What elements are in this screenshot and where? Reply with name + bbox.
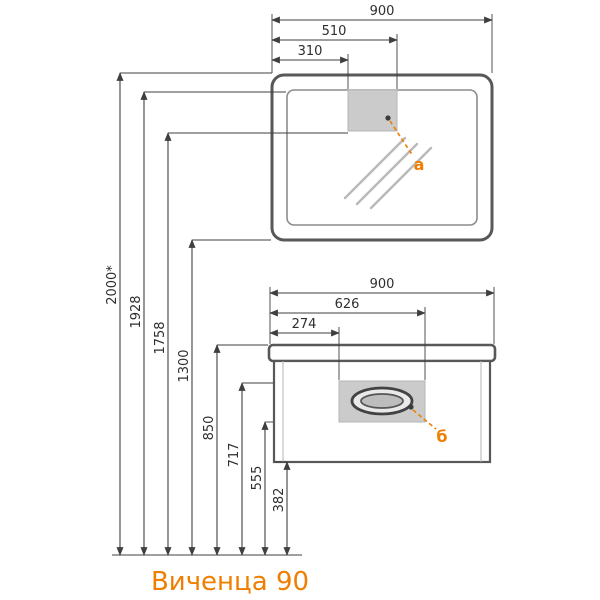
height-dimensions: 2000* 1928 1758 1300 850 717 555 382 [105, 72, 348, 556]
dim-label-light-left: 310 [298, 44, 323, 59]
cabinet-countertop [267, 343, 497, 363]
dim-label-insert-left: 274 [292, 317, 317, 332]
mirror-front-view [270, 73, 494, 242]
mirror-light-panel [347, 89, 398, 132]
handle-recess-inner [360, 393, 404, 409]
product-title: Виченца 90 [151, 567, 309, 597]
dim-label-h2000: 2000* [105, 265, 120, 305]
dim-label-mirror-width: 900 [370, 4, 395, 19]
dim-label-h717: 717 [227, 443, 242, 468]
dim-label-h850: 850 [202, 416, 217, 441]
dim-label-h1928: 1928 [129, 295, 144, 328]
dim-label-insert-right: 626 [335, 297, 360, 312]
dim-label-h1300: 1300 [177, 349, 192, 382]
dim-label-light-right: 510 [322, 24, 347, 39]
callout-basin: б [408, 404, 448, 446]
dim-label-h382: 382 [272, 488, 287, 513]
callout-leader-line [412, 409, 437, 430]
dim-label-h1758: 1758 [153, 321, 168, 354]
callout-label-b: б [436, 427, 447, 446]
cabinet-dimensions: 900 626 274 [269, 277, 495, 380]
mirror-shine-lines [343, 136, 433, 210]
callout-dot [408, 404, 414, 410]
callout-label-a: а [414, 155, 425, 174]
mirror-dimensions: 900 510 310 [271, 4, 493, 89]
dim-label-h555: 555 [250, 466, 265, 491]
dim-label-cabinet-width: 900 [370, 277, 395, 292]
callout-dot [385, 115, 391, 121]
cabinet-front-view [267, 343, 497, 464]
callout-light: а [385, 115, 424, 174]
